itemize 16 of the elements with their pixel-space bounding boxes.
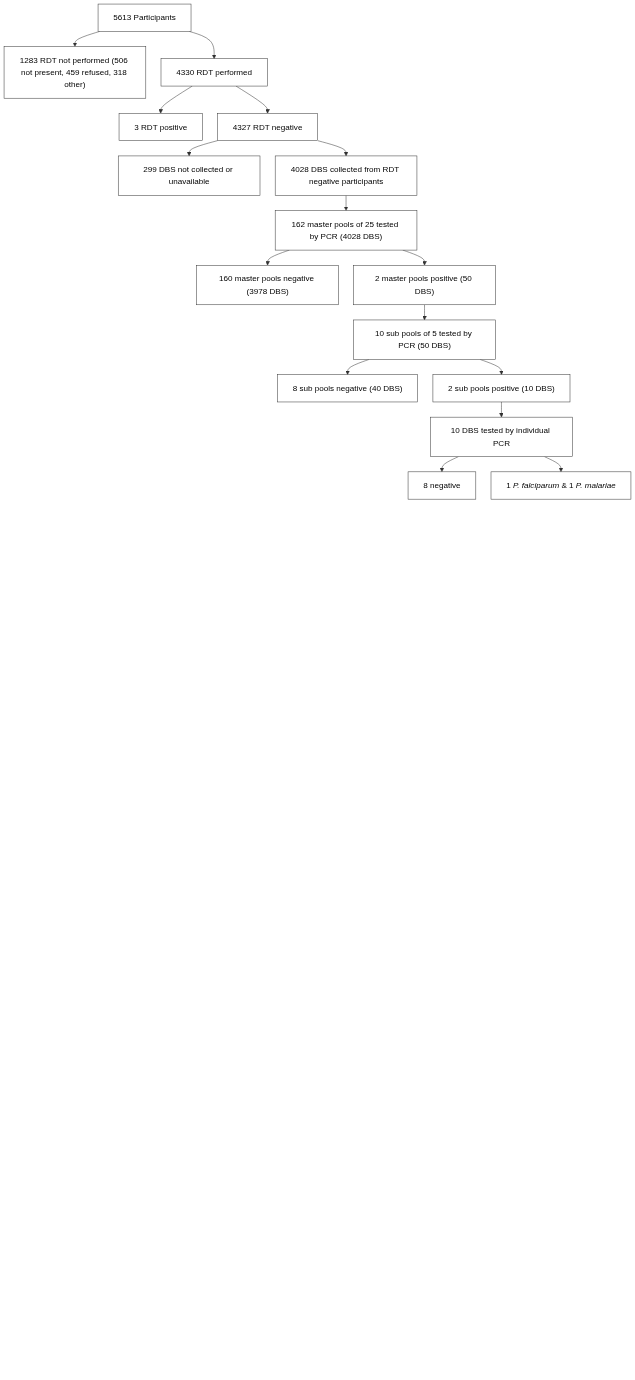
node-box: 299 DBS not collected or unavailable (118, 155, 261, 196)
node-box: 10 DBS tested by individual PCR (430, 416, 573, 457)
node-box: 5613 Participants (97, 3, 192, 32)
node-box: 4330 RDT performed (160, 58, 268, 87)
node-box: 162 master pools of 25 tested by PCR (4028 DBS) (274, 210, 418, 251)
node-box: 4028 DBS collected from RDT negative participants (274, 155, 418, 196)
node-box: 10 sub pools of 5 tested by PCR (50 DBS) (353, 319, 496, 360)
node-box: 2 master pools positive (50 DBS) (353, 265, 496, 306)
node-box: 1283 RDT not performed (506 not present, 459 refused, 318 other) (3, 46, 147, 99)
node-box: 8 sub pools negative (40 DBS) (277, 374, 418, 403)
node-box: 8 negative (407, 471, 477, 500)
node-box: 2 sub pools positive (10 DBS) (432, 374, 571, 403)
node-box: 3 RDT positive (118, 113, 203, 141)
node-box: 160 master pools negative (3978 DBS) (196, 265, 339, 306)
node-box: 1 P. falciparum & 1 P. malariae (490, 471, 632, 500)
node-box: 4327 RDT negative (217, 113, 318, 141)
